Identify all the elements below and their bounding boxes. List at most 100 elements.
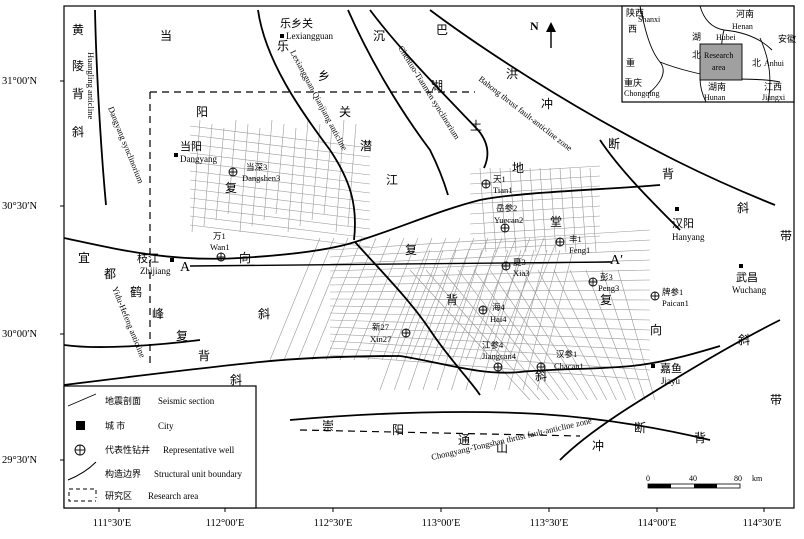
label-chongyang: Chongyang-Tongshan thrust fault-anticlin… — [430, 415, 593, 462]
seismic-line-103 — [508, 249, 548, 391]
lon-label-113-30: 113°30′E — [530, 518, 569, 529]
boundary-hanyang — [599, 139, 681, 231]
seismic-line-68 — [329, 269, 651, 279]
north-arrow: N — [530, 19, 556, 48]
char-xie5: 斜 — [258, 307, 270, 321]
well-label-dangshen3-cn: 当深3 — [246, 162, 267, 172]
seismic-line-1 — [203, 123, 213, 227]
legend-en-city: City — [158, 421, 174, 431]
char-xiang: 向 — [239, 250, 251, 265]
map-frame — [63, 5, 795, 509]
seismic-line-66 — [329, 249, 651, 265]
city-lexiangguan-en: Lexiangguan — [286, 31, 333, 41]
scale-segment-1 — [648, 484, 671, 488]
boundary-central-south — [354, 241, 481, 396]
inset-shaanxi-cn: 陕西 — [626, 7, 644, 18]
city-square-icon — [651, 364, 655, 368]
seismic-line-13 — [347, 123, 357, 227]
seismic-line-23 — [189, 206, 371, 230]
char-xiang3: 向 — [650, 322, 662, 337]
seismic-line-7 — [275, 123, 285, 215]
inset-jiangxi-en: Jiangxi — [762, 93, 786, 102]
seismic-line-74 — [329, 319, 651, 331]
north-arrow-icon — [546, 22, 556, 32]
seismic-line-37 — [589, 167, 597, 253]
legend: 地震剖面 Seismic section 城 市 City 代表性钻井 Repr… — [63, 385, 257, 509]
inset-char-bei: 北 — [692, 50, 701, 60]
seismic-line-14 — [189, 125, 371, 149]
legend-cn-seismic: 地震剖面 — [105, 395, 141, 406]
well-label-jiangcan4-cn: 江参4 — [482, 340, 504, 350]
well-label-hai4-cn: 海4 — [492, 302, 506, 312]
inset-chongqing-cn: 重庆 — [624, 77, 642, 88]
seismic-line-36 — [579, 167, 587, 253]
seismic-line-70 — [329, 289, 651, 293]
seismic-line-96 — [408, 249, 457, 391]
scale-bar: 0 40 80 km — [646, 474, 763, 489]
char-tu: 土 — [470, 119, 482, 133]
well-label-paican1-en: Paican1 — [662, 298, 689, 308]
city-square-icon — [739, 264, 743, 268]
city-square-icon — [174, 153, 178, 157]
char-yi: 宜 — [78, 250, 90, 265]
seismic-line-79 — [329, 354, 651, 381]
seismic-line-85 — [489, 269, 579, 401]
well-label-paican1-cn: 牌参1 — [662, 287, 683, 297]
legend-frame — [63, 385, 257, 509]
seismic-line-2 — [215, 127, 225, 221]
city-dangyang-en: Dangyang — [180, 154, 217, 164]
char-bei4: 背 — [198, 349, 210, 363]
city-square-icon — [280, 34, 284, 38]
seismic-line-87 — [521, 269, 598, 401]
seismic-line-24 — [189, 215, 371, 239]
lat-label-29-30: 29°30′N — [2, 455, 37, 466]
seismic-line-5 — [251, 127, 261, 227]
city-lexiangguan-cn: 乐乡关 — [280, 16, 313, 30]
label-dangyang-synclinorium: Dangyang synclinorium — [106, 105, 146, 185]
seismic-line-38 — [469, 165, 601, 175]
city-hanyang-en: Hanyang — [672, 232, 705, 242]
seismic-line-9 — [299, 119, 309, 227]
city-zhijiang-en: Zhijiang — [140, 266, 171, 276]
char-chong3: 冲 — [592, 438, 604, 453]
boundary-bahong — [429, 9, 776, 206]
well-label-yuecan2-cn: 岳参2 — [496, 203, 517, 213]
lon-label-111-30: 111°30′E — [93, 518, 131, 529]
well-paican1 — [650, 291, 660, 301]
label-yidu-hefeng: Yidu-Hefeng anticline — [110, 285, 148, 359]
well-symbol-icon — [74, 444, 86, 456]
legend-en-well: Representative well — [163, 445, 235, 455]
char-fu: 复 — [225, 181, 237, 195]
inset-char-hu: 湖 — [692, 32, 701, 42]
char-bei3: 背 — [662, 167, 674, 181]
seismic-line-22 — [189, 197, 371, 221]
section-label-a: A — [180, 260, 191, 275]
well-tian1 — [481, 179, 491, 189]
well-label-peng3-cn: 彭3 — [600, 272, 613, 282]
lon-label-113-00: 113°00′E — [422, 518, 461, 529]
seismic-line-41 — [469, 195, 601, 205]
char-jiang: 江 — [386, 173, 398, 187]
seismic-line-62 — [493, 237, 545, 361]
inset-anhui-cn: 安徽 — [778, 33, 796, 44]
seismic-line-44 — [469, 225, 601, 235]
boundary-jianghan-south — [399, 345, 721, 374]
char-duan: 断 — [608, 136, 620, 151]
seismic-line-78 — [329, 347, 651, 371]
seismic-line-82 — [441, 269, 550, 401]
seismic-line-59 — [451, 237, 503, 361]
lon-label-114-00: 114°00′E — [638, 518, 677, 529]
legend-cn-well: 代表性钻井 — [105, 444, 150, 455]
well-wan1 — [216, 252, 226, 262]
legend-en-seismic: Seismic section — [158, 396, 215, 406]
seismic-line-56 — [409, 237, 461, 361]
seismic-line-29 — [509, 167, 517, 253]
seismic-line-43 — [469, 215, 601, 225]
seismic-line-63 — [507, 237, 559, 361]
legend-cn-boundary: 构造边界 — [105, 468, 141, 479]
seismic-line-8 — [287, 127, 297, 233]
well-label-wan1-cn: 万1 — [213, 231, 226, 241]
char-xie3: 斜 — [737, 201, 749, 215]
